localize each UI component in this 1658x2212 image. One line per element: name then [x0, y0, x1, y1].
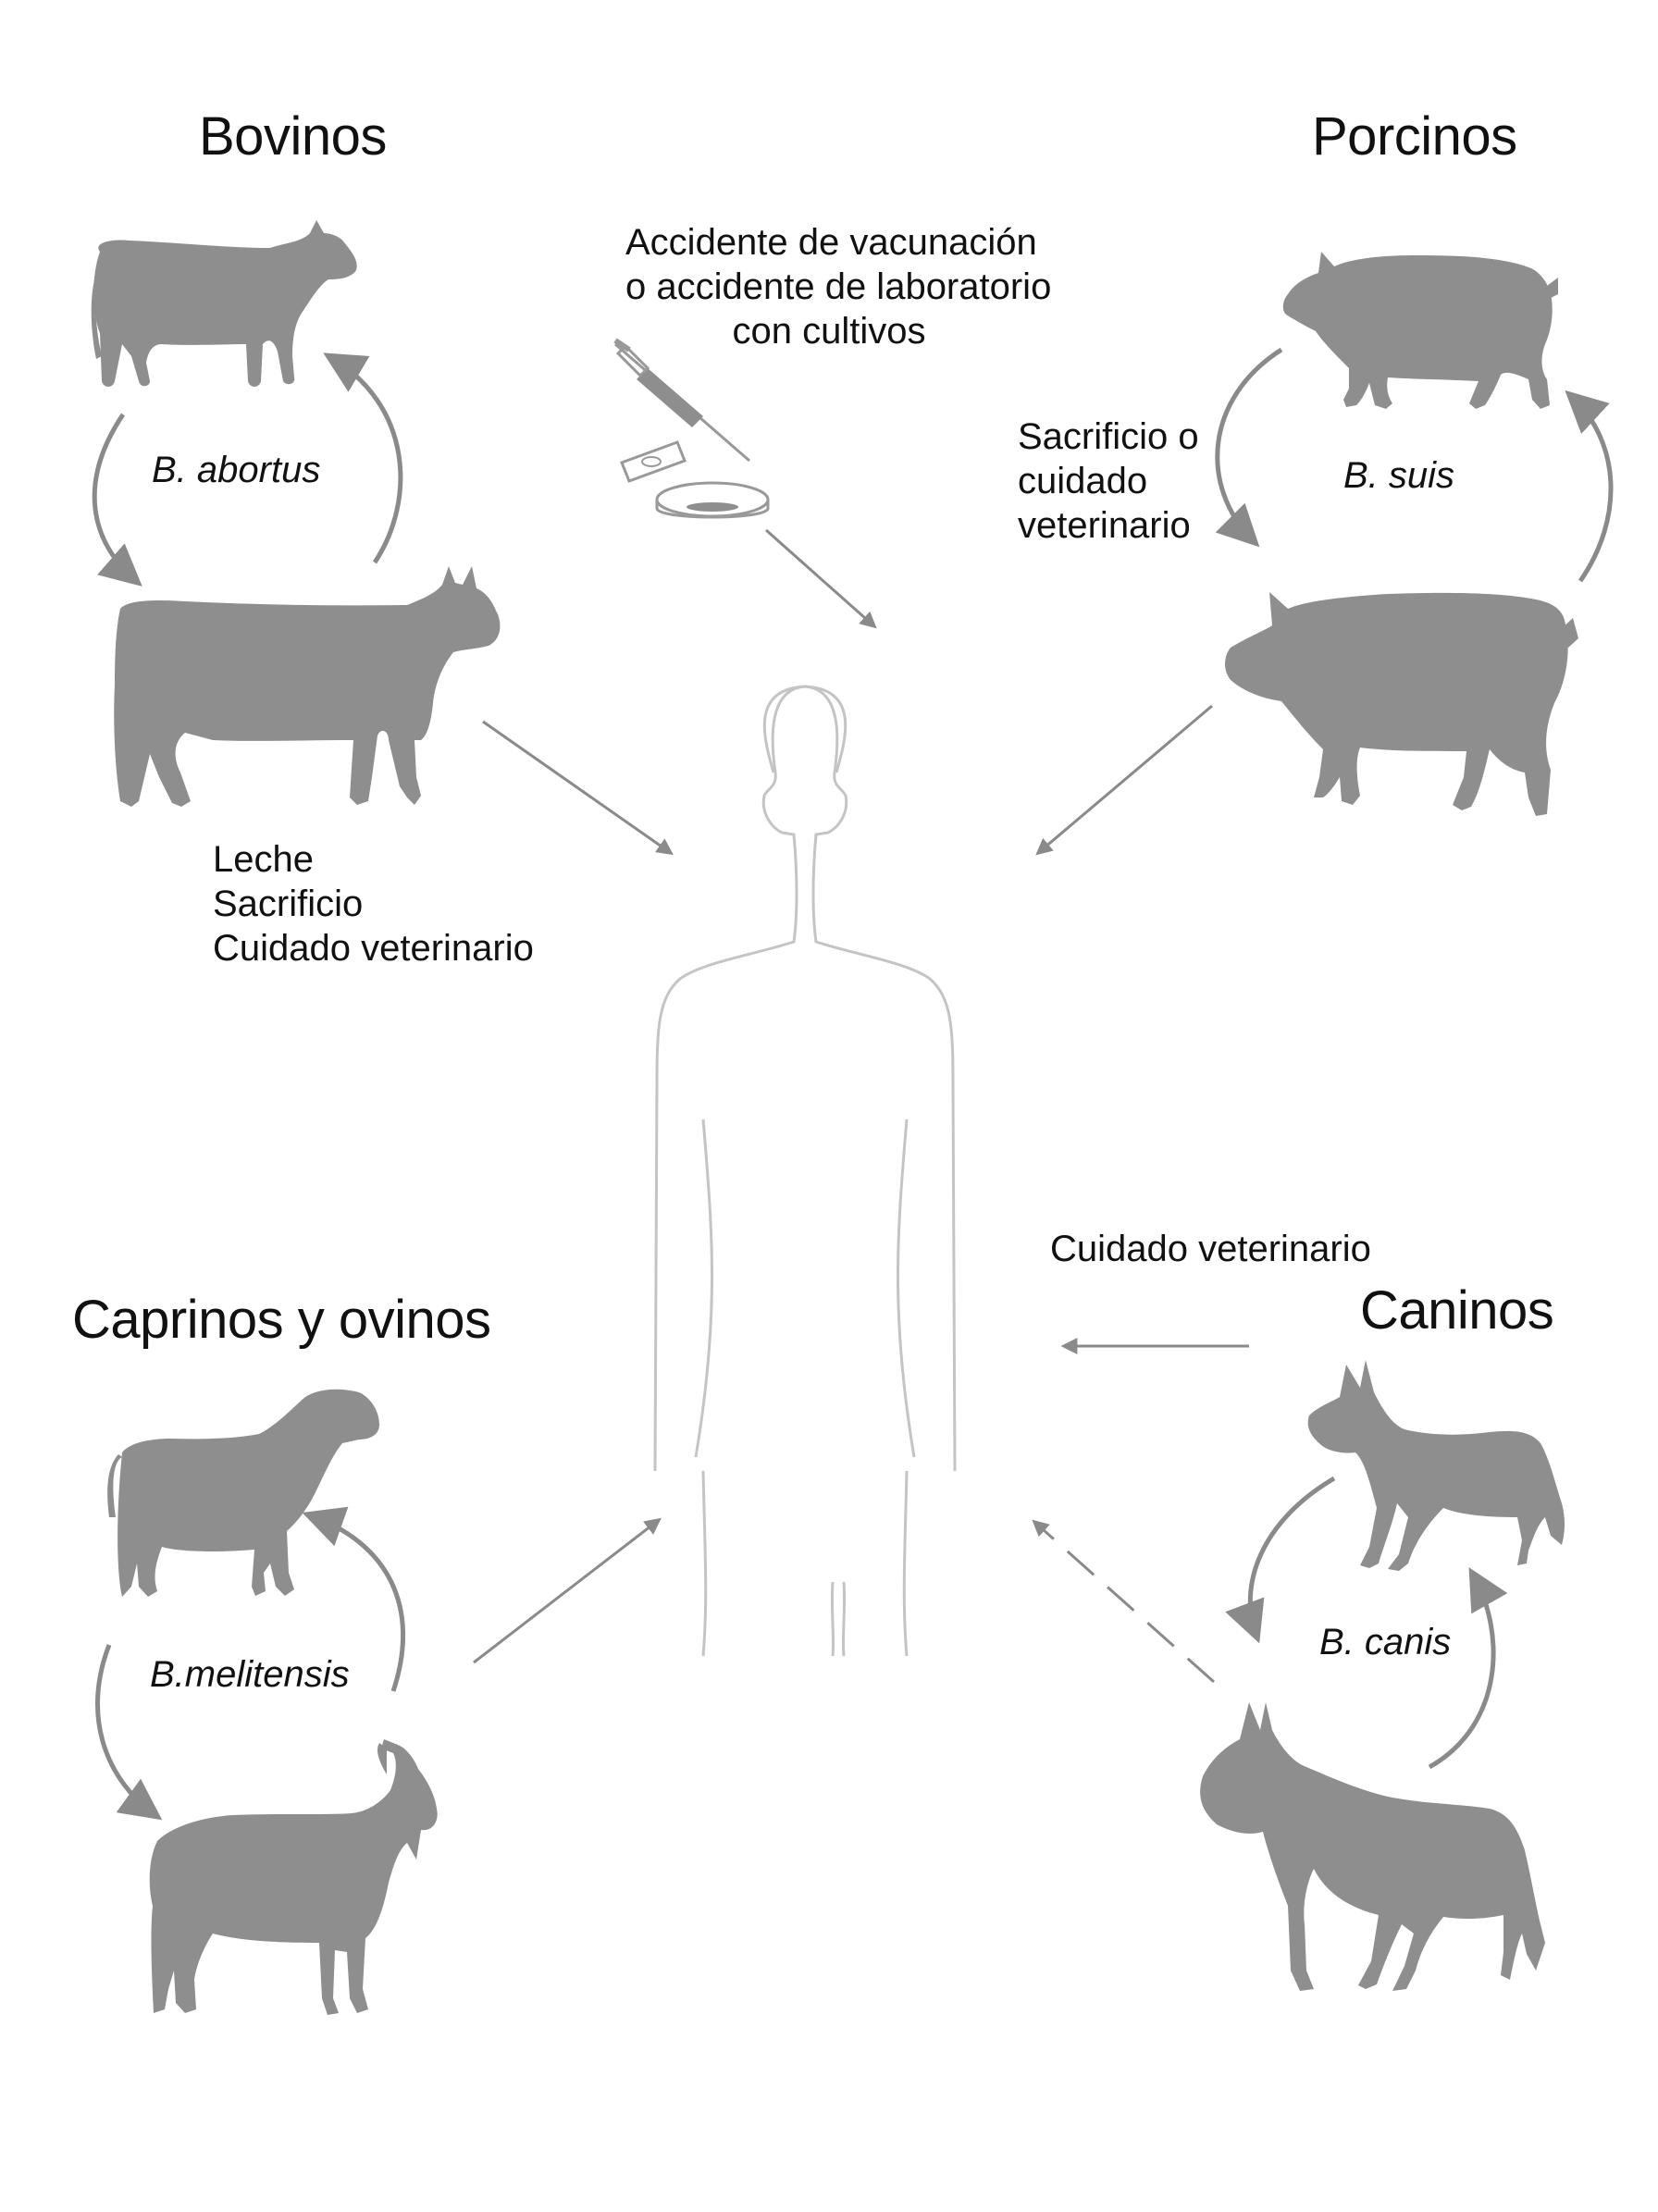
bovine-cycle-arrow-up [323, 352, 403, 564]
porcine-route-line: veterinario [1018, 505, 1191, 546]
dog-icon [1307, 1360, 1565, 1571]
canine-route: Cuidado veterinario [1050, 1229, 1371, 1269]
caprine-cycle-arrow-up [302, 1506, 406, 1692]
pig-icon [1282, 252, 1558, 409]
porcine-cycle-arrow-up [1565, 389, 1614, 583]
dog-to-human-dashed-arrow [1032, 1519, 1215, 1684]
bovine-to-human-arrow [482, 720, 674, 856]
canine-heading: Caninos [1360, 1280, 1554, 1341]
laboratory-to-human-arrow [765, 528, 877, 629]
caprine-ovine-heading: Caprinos y ovinos [72, 1290, 491, 1350]
syringe-icon [613, 338, 750, 463]
human-outline-icon [653, 685, 957, 1657]
species-b-suis: B. suis [1343, 455, 1455, 496]
bovine-cycle-arrow-down [92, 413, 142, 587]
laboratory-line: o accidente de laboratorio [625, 266, 1052, 307]
bovine-heading: Bovinos [199, 106, 387, 167]
laboratory-exposure-text: Accidente de vacunación o accidente de l… [625, 220, 1052, 353]
laboratory-line: Accidente de vacunación [625, 222, 1037, 263]
goat-icon [149, 1739, 438, 2015]
porcine-heading: Porcinos [1312, 106, 1517, 167]
porcine-route-line: cuidado [1018, 461, 1148, 501]
porcine-route-line: Sacrificio o [1018, 416, 1199, 457]
sheep-icon [107, 1389, 380, 1597]
pig-icon [1225, 592, 1578, 816]
species-b-melitensis: B.melitensis [150, 1654, 350, 1695]
porcine-to-human-arrow [1035, 704, 1213, 856]
porcine-routes: Sacrificio o cuidado veterinario [1018, 414, 1199, 548]
cow-icon [91, 220, 357, 387]
cow-icon [114, 566, 501, 807]
bovine-route-line: Sacrificio [213, 884, 364, 924]
dog-icon [1200, 1702, 1545, 1991]
laboratory-line: con cultivos [732, 311, 926, 352]
canine-cycle-arrow-down [1225, 1476, 1336, 1644]
petri-dish-icon [620, 440, 770, 519]
porcine-cycle-arrow-down [1215, 347, 1283, 548]
caprine-to-human-arrow [473, 1517, 662, 1664]
bovine-routes: Leche Sacrificio Cuidado veterinario [213, 837, 534, 970]
canine-cycle-arrow-up [1428, 1567, 1508, 1770]
caprine-cycle-arrow-down [95, 1644, 163, 1821]
species-b-canis: B. canis [1319, 1622, 1452, 1662]
bovine-route-line: Cuidado veterinario [213, 928, 534, 969]
species-b-abortus: B. abortus [152, 450, 321, 490]
bovine-route-line: Leche [213, 839, 314, 880]
